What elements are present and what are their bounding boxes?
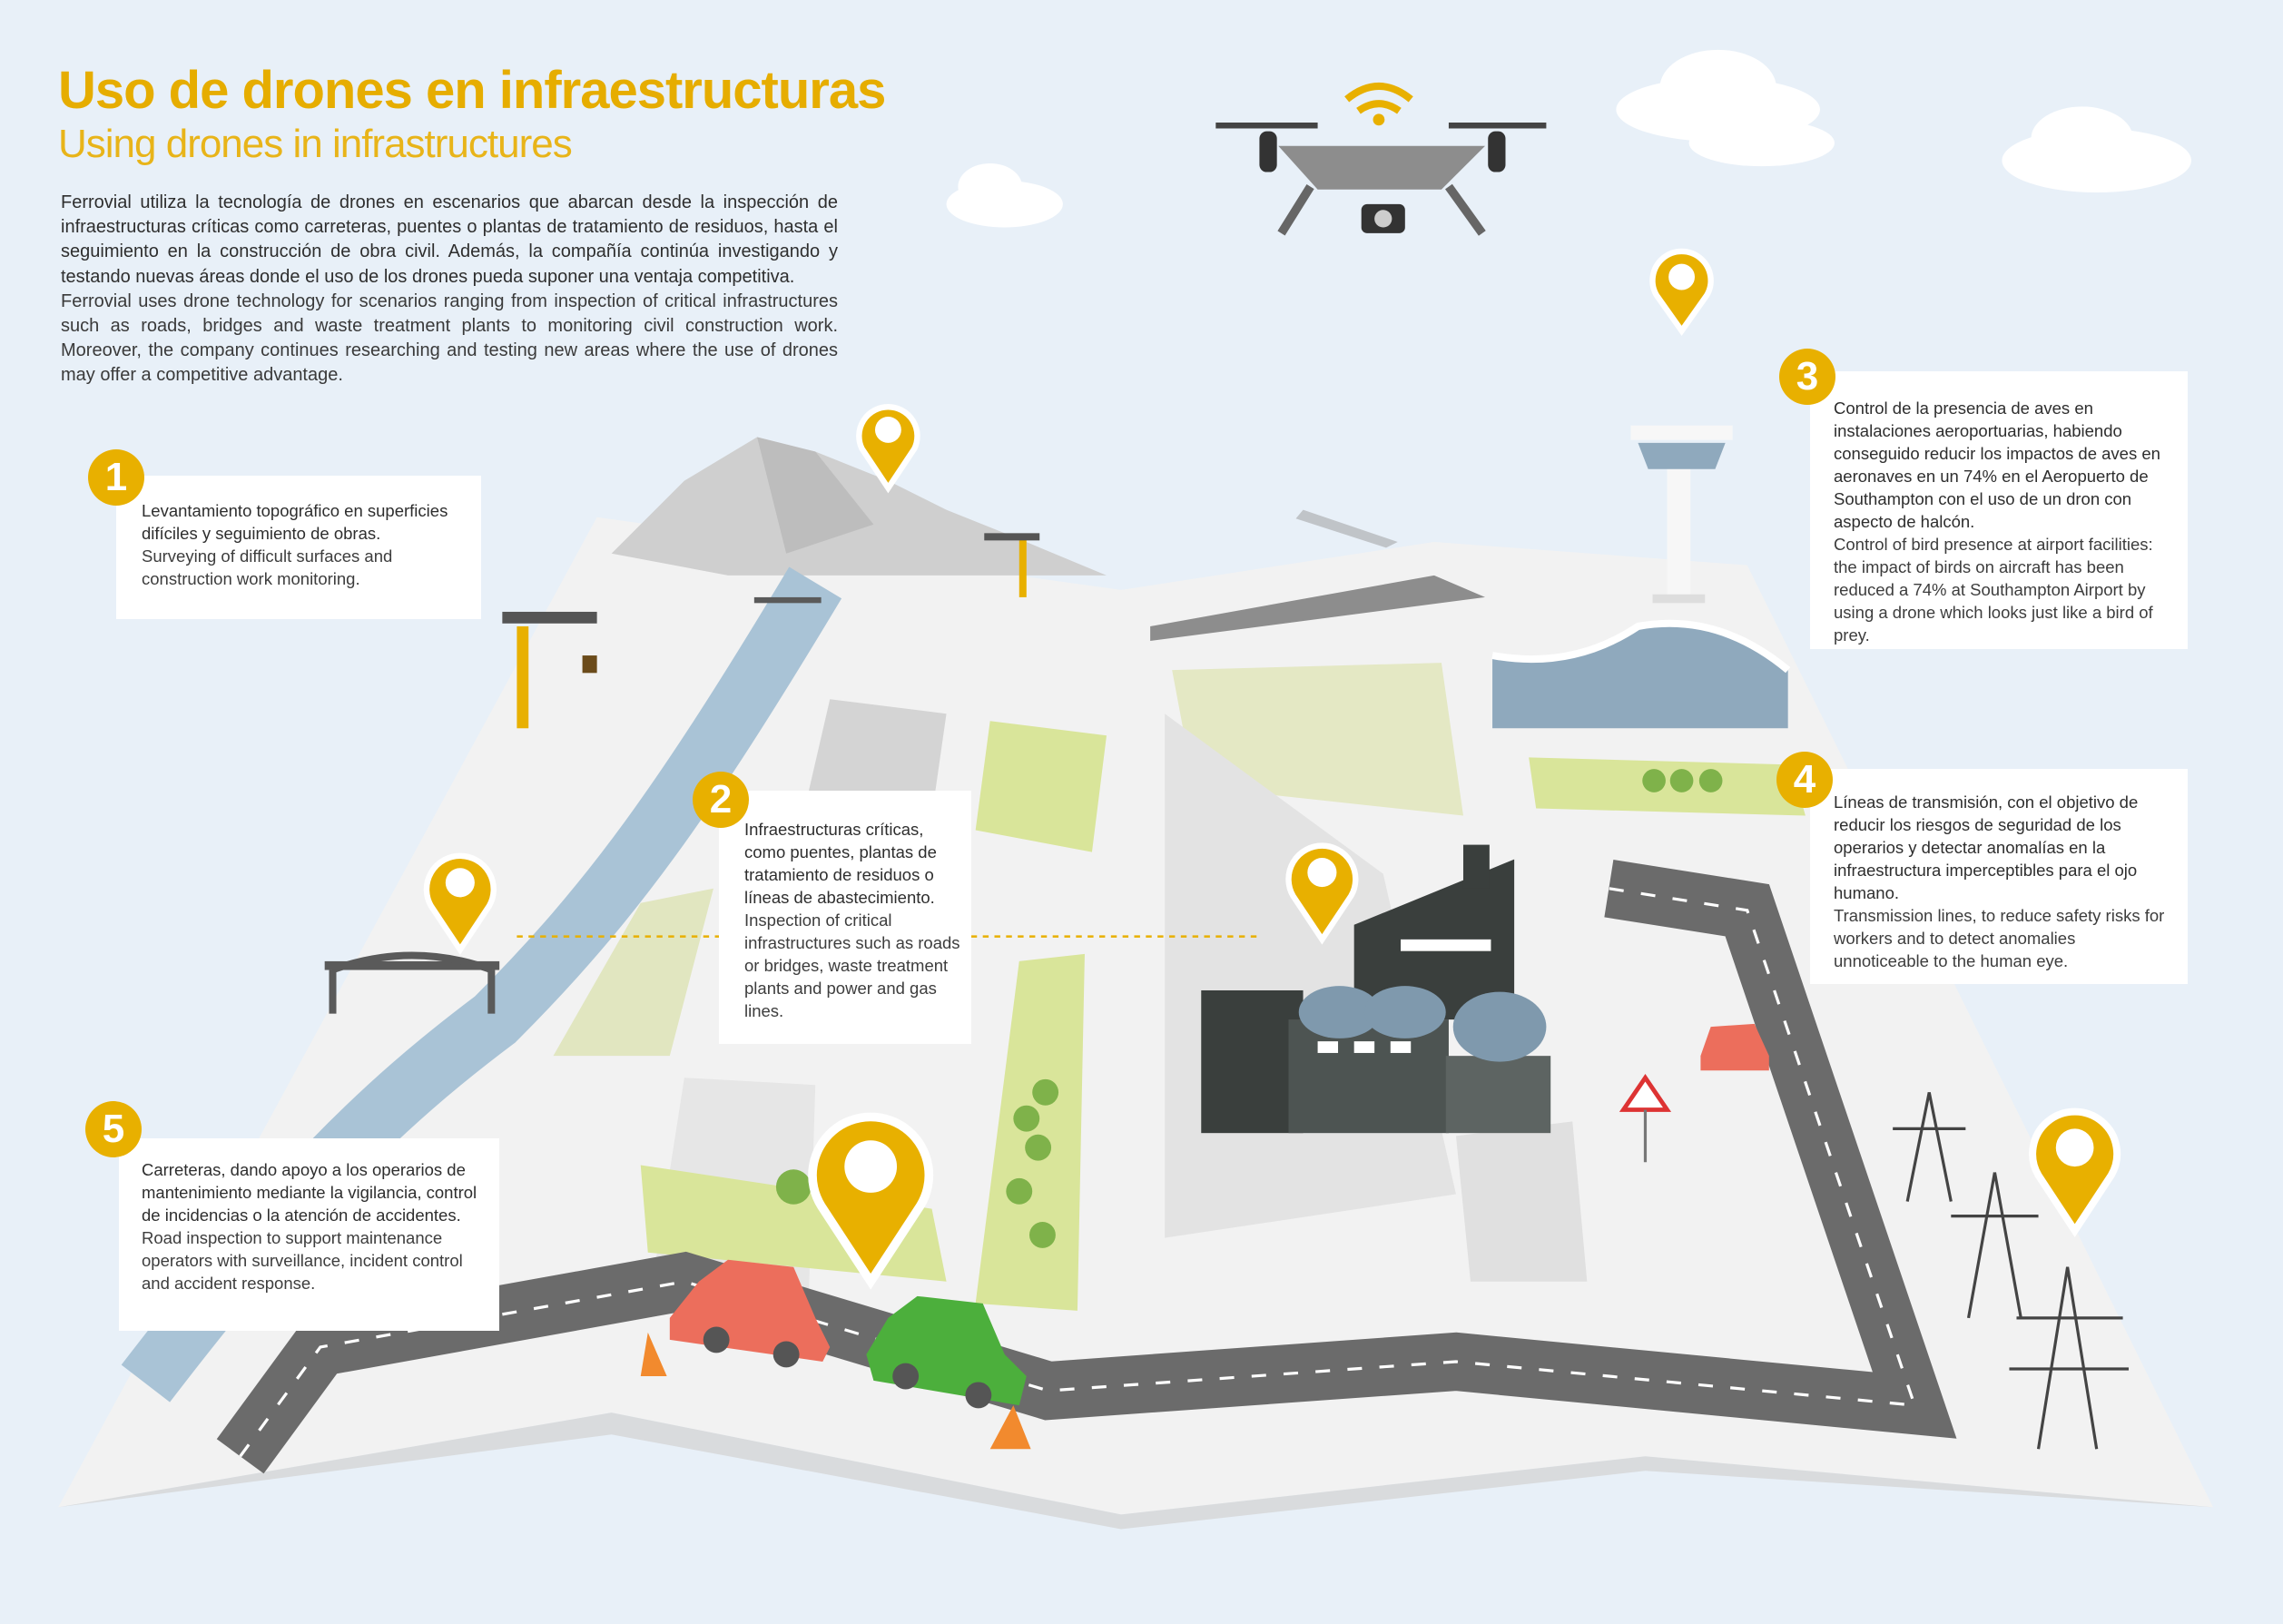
tree-icon — [775, 769, 1723, 1248]
transmission-tower-icon — [1893, 1091, 2129, 1450]
number-badge-2: 2 — [693, 772, 749, 828]
intro-text: Ferrovial utiliza la tecnología de drone… — [61, 191, 838, 389]
location-pin-icon — [423, 248, 2121, 1290]
number-badge-3: 3 — [1779, 349, 1835, 405]
crane-icon — [502, 533, 1040, 729]
info-en: Control of bird presence at airport faci… — [1834, 535, 2153, 645]
car-icon — [640, 1023, 1769, 1450]
factory-icon — [1201, 844, 1551, 1134]
info-es: Carreteras, dando apoyo a los operarios … — [142, 1160, 477, 1225]
info-box-2: Infraestructuras críticas, como puentes,… — [719, 791, 971, 1044]
page-title: Uso de drones en infraestructuras — [58, 61, 886, 120]
info-en: Surveying of difficult surfaces and cons… — [142, 546, 393, 588]
number-badge-4: 4 — [1776, 752, 1833, 808]
info-es: Control de la presencia de aves en insta… — [1834, 399, 2160, 531]
warning-sign-icon — [1619, 1073, 1672, 1163]
page-subtitle: Using drones in infrastructures — [58, 122, 573, 166]
info-es: Levantamiento topográfico en superficies… — [142, 501, 448, 543]
info-en: Road inspection to support maintenance o… — [142, 1228, 463, 1293]
info-box-5: Carreteras, dando apoyo a los operarios … — [119, 1138, 499, 1331]
info-en: Inspection of critical infrastructures s… — [744, 910, 960, 1020]
info-box-1: Levantamiento topográfico en superficies… — [116, 476, 481, 619]
number-badge-5: 5 — [85, 1101, 142, 1157]
info-es: Infraestructuras críticas, como puentes,… — [744, 820, 937, 907]
airport-icon — [1295, 425, 1791, 729]
number-badge-1: 1 — [88, 449, 144, 506]
info-box-3: Control de la presencia de aves en insta… — [1810, 371, 2188, 649]
road — [216, 860, 1957, 1474]
cloud-icon — [946, 49, 2191, 228]
info-box-4: Líneas de transmisión, con el objetivo d… — [1810, 769, 2188, 984]
drone-icon — [1215, 82, 1547, 236]
bridge-icon — [324, 596, 822, 1014]
info-es: Líneas de transmisión, con el objetivo d… — [1834, 792, 2139, 902]
intro-es: Ferrovial utiliza la tecnología de drone… — [61, 192, 838, 287]
intro-en: Ferrovial uses drone technology for scen… — [61, 290, 838, 386]
info-en: Transmission lines, to reduce safety ris… — [1834, 906, 2165, 970]
